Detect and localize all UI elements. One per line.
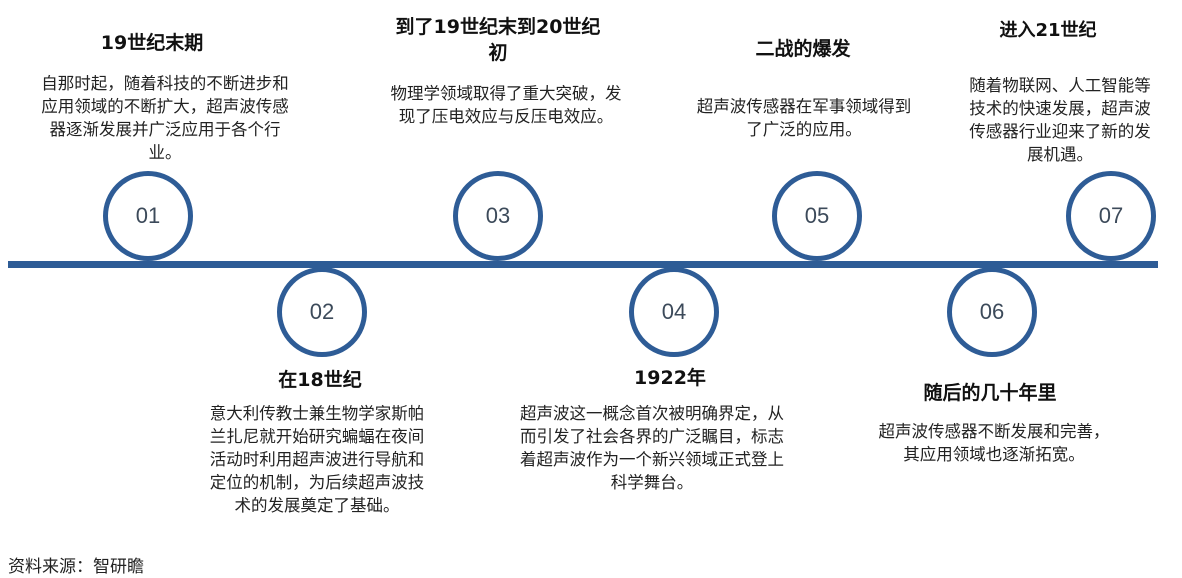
event-02-circle: 02 [277,267,367,357]
source-note: 资料来源：智研瞻 [8,557,144,577]
event-04-circle: 04 [629,267,719,357]
event-06-circle: 06 [947,267,1037,357]
event-01-circle: 01 [103,171,193,261]
event-04-title: 1922年 [634,367,706,389]
event-05-text: 超声波传感器在军事领域得到了广泛的应用。 [696,97,912,139]
event-02-title: 在18世纪 [278,369,362,391]
event-05-title: 二战的爆发 [755,38,851,60]
event-03-text: 物理学领域取得了重大突破，发现了压电效应与反压电效应。 [390,84,622,126]
event-06-text: 超声波传感器不断发展和完善，其应用领域也逐渐拓宽。 [878,422,1110,464]
event-06-title: 随后的几十年里 [923,382,1057,404]
event-04-text: 超声波这一概念首次被明确界定，从而引发了社会各界的广泛瞩目，标志着超声波作为一个… [520,404,784,492]
event-03-title: 到了19世纪末到20世纪初 [395,16,601,64]
event-05-circle: 05 [772,171,862,261]
event-07-circle: 07 [1066,171,1156,261]
event-07-text: 随着物联网、人工智能等技术的快速发展，超声波传感器行业迎来了新的发展机遇。 [969,76,1151,164]
event-01-title: 19世纪末期 [100,32,204,54]
event-03-circle: 03 [453,171,543,261]
event-07-title: 进入21世纪 [999,20,1097,41]
event-02-text: 意大利传教士兼生物学家斯帕兰扎尼就开始研究蝙蝠在夜间活动时利用超声波进行导航和定… [209,404,425,515]
event-01-text: 自那时起，随着科技的不断进步和应用领域的不断扩大，超声波传感器逐渐发展并广泛应用… [41,74,289,162]
timeline-axis [8,261,1158,268]
